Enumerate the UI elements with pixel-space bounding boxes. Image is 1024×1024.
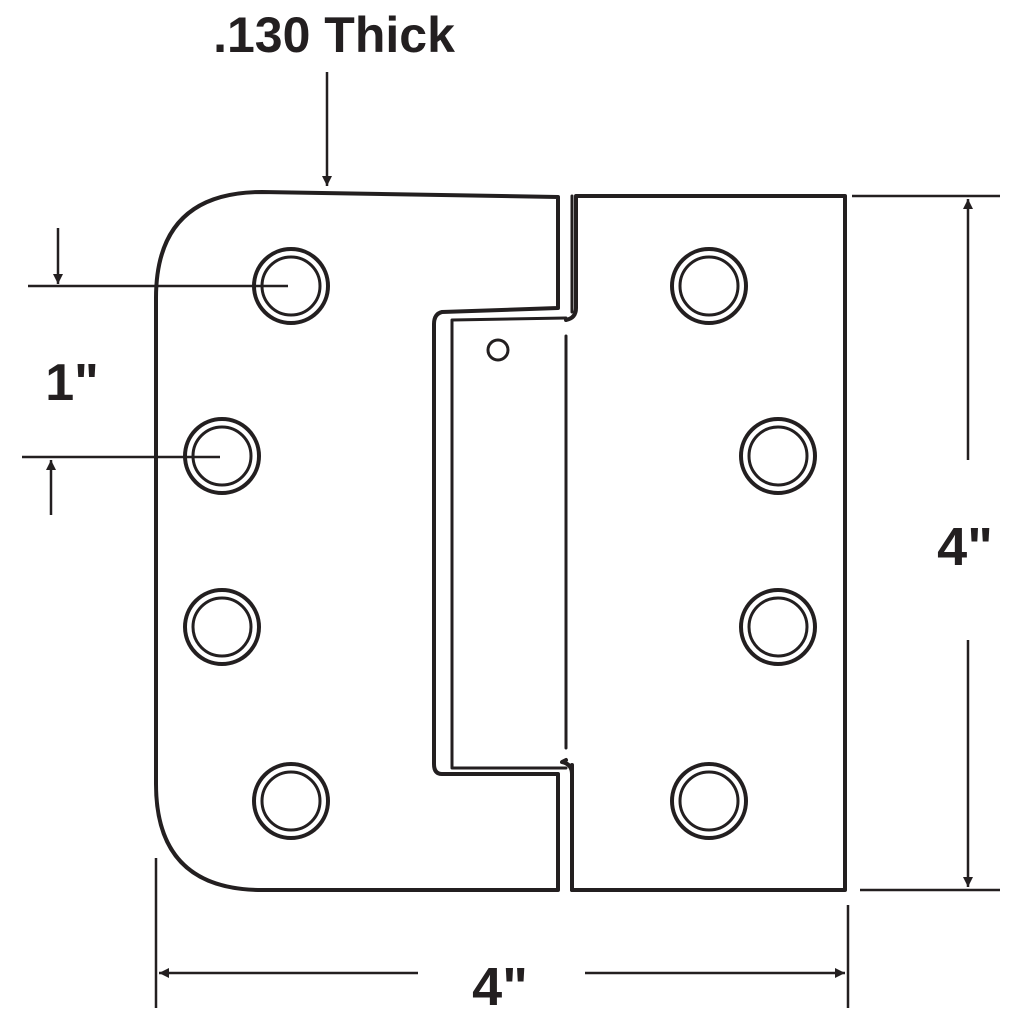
screw-hole — [670, 247, 748, 325]
hole-spacing-label: 1" — [45, 354, 99, 412]
right-hinge-leaf — [560, 194, 847, 892]
screw-hole — [670, 762, 748, 840]
thickness-label: .130 Thick — [213, 7, 455, 63]
screw-holes — [183, 247, 817, 840]
knuckle-inner-edge — [450, 316, 568, 770]
left-hinge-leaf — [154, 190, 560, 892]
screw-hole — [739, 417, 817, 495]
width-label: 4" — [472, 957, 528, 1017]
screw-hole — [252, 762, 330, 840]
screw-hole — [183, 588, 261, 666]
height-label: 4" — [937, 517, 993, 577]
screw-hole — [739, 588, 817, 666]
pin-hole — [486, 338, 510, 362]
